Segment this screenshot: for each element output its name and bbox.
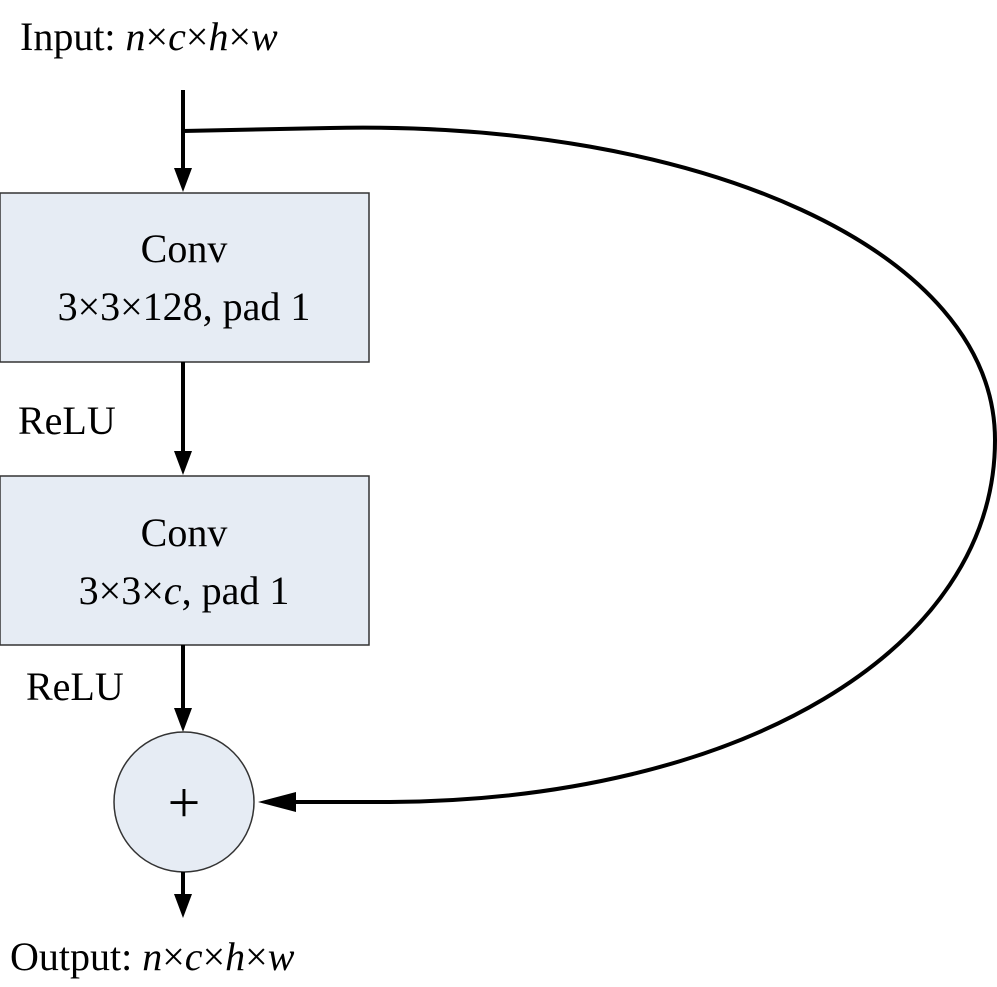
dim-variable: n bbox=[126, 14, 146, 59]
input-label: Input: n×c×h×w bbox=[20, 14, 278, 59]
plus-icon: + bbox=[168, 770, 201, 835]
output-dims: n×c×h×w bbox=[142, 934, 294, 979]
dim-variable: w bbox=[268, 934, 295, 979]
skip-arrowhead bbox=[258, 792, 296, 812]
dim-variable: c bbox=[168, 14, 186, 59]
conv-block-2-box bbox=[0, 475, 370, 646]
dim-variable: h bbox=[225, 934, 245, 979]
dim-times: × bbox=[245, 934, 268, 979]
skip-connection bbox=[182, 125, 997, 804]
dim-times: × bbox=[162, 934, 185, 979]
output-arrowhead bbox=[174, 894, 192, 918]
dim-variable: n bbox=[142, 934, 162, 979]
dim-variable: w bbox=[251, 14, 278, 59]
dim-variable: c bbox=[185, 934, 203, 979]
sum-node: + bbox=[113, 731, 255, 873]
dim-times: × bbox=[203, 934, 226, 979]
conv-block-1-box bbox=[0, 192, 370, 363]
output-label: Output: n×c×h×w bbox=[10, 934, 295, 979]
dim-times: × bbox=[146, 14, 169, 59]
conv-block-2-title: Conv bbox=[141, 510, 228, 555]
dim-times: × bbox=[186, 14, 209, 59]
conv-block-1-params: 3×3×128, pad 1 bbox=[58, 284, 311, 329]
conv-block-1-title: Conv bbox=[141, 226, 228, 271]
dim-times: × bbox=[228, 14, 251, 59]
conv-block-1: Conv 3×3×128, pad 1 bbox=[0, 192, 370, 363]
relu-label-2: ReLU bbox=[26, 664, 124, 709]
relu-label-1: ReLU bbox=[18, 398, 116, 443]
relu-arrowhead-2 bbox=[174, 708, 192, 732]
conv-block-2-params: 3×3×c, pad 1 bbox=[79, 568, 290, 613]
dim-variable: h bbox=[208, 14, 228, 59]
conv-block-2: Conv 3×3×c, pad 1 bbox=[0, 475, 370, 646]
relu-arrowhead-1 bbox=[174, 451, 192, 475]
input-arrowhead bbox=[174, 168, 192, 192]
input-dims: n×c×h×w bbox=[126, 14, 278, 59]
